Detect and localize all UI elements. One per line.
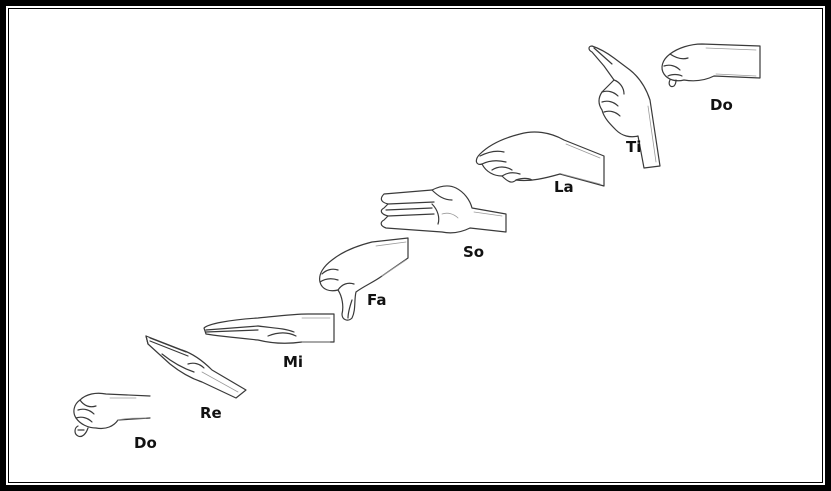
label-fa: Fa [367,291,387,309]
fist-hand-icon [661,43,761,88]
open-palm-hand-icon [380,185,507,234]
fist-hand-icon [73,392,151,438]
label-do-low: Do [134,434,157,452]
relaxed-hand-icon [475,131,605,187]
label-so: So [463,243,485,261]
label-do-high: Do [710,96,733,114]
thumb-down-hand-icon [319,237,409,321]
flat-horizontal-hand-icon [203,313,335,344]
label-ti: Ti [626,138,642,156]
flat-angled-hand-icon [145,335,247,399]
pointing-hand-icon [588,45,661,169]
label-re: Re [200,404,222,422]
label-mi: Mi [283,353,304,371]
label-la: La [554,178,574,196]
